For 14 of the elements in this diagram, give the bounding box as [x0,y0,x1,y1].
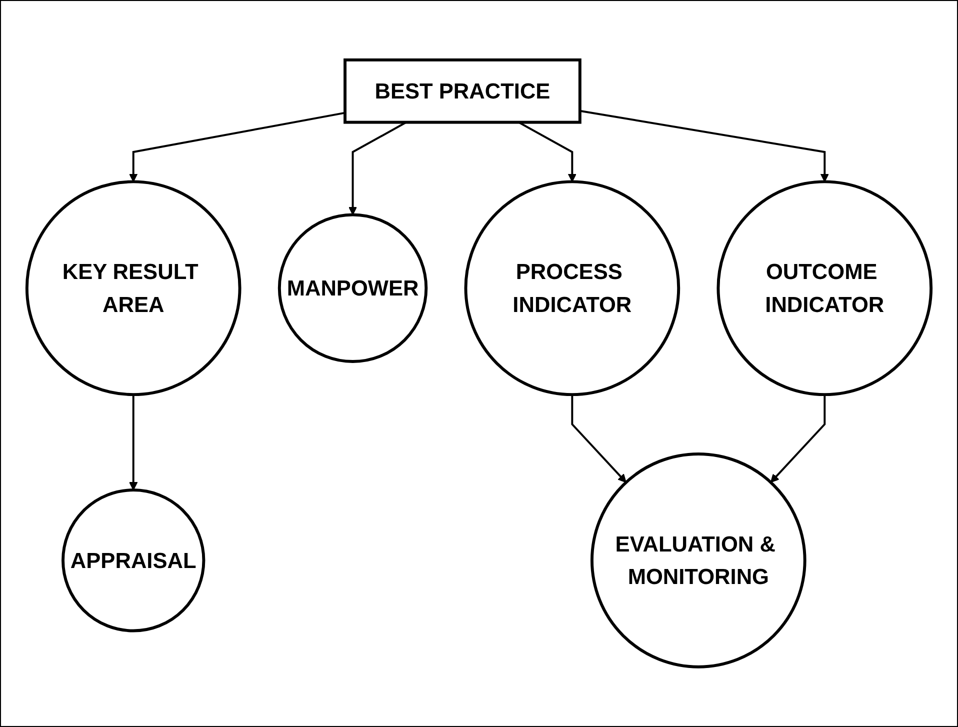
node-circle: EVALUATION & MONITORING [590,452,806,668]
arrow [129,112,346,182]
node-circle: MANPOWER [278,213,428,364]
node-circle: OUTCOME INDICATOR [716,180,933,396]
node-circle: APPRAISAL [62,488,206,632]
arrow [518,122,577,182]
node-circle: PROCESS INDICATOR [464,180,680,396]
arrow [580,110,829,182]
node-circle: KEY RESULT AREA [25,180,242,396]
arrow [770,394,826,483]
arrow [129,394,138,491]
node-box: BEST PRACTICE [344,58,582,124]
arrow [348,122,407,216]
arrow [571,394,626,483]
